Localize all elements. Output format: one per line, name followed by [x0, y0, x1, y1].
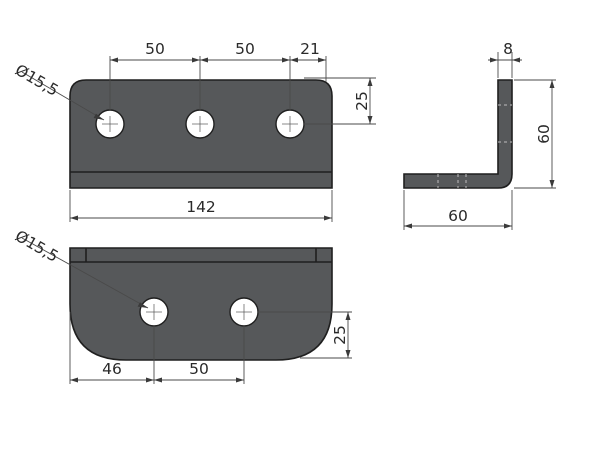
top-length-arrows — [70, 215, 332, 221]
side-thickness-label: 8 — [503, 40, 513, 58]
l-profile — [403, 79, 513, 189]
side-hidden-lines — [437, 104, 512, 188]
top-edge-offset-label: 21 — [300, 40, 320, 58]
bottom-spacing-arrows — [70, 377, 244, 383]
bottom-hole-centerlines — [146, 304, 252, 320]
top-spacing-arrows — [110, 57, 326, 63]
side-thickness-arrows — [490, 57, 520, 63]
top-hole-diameter-label: Ø15,5 — [12, 61, 61, 100]
side-view: 8 60 60 — [403, 40, 556, 230]
top-spacing-1-label: 50 — [145, 40, 165, 58]
top-view: 50 50 21 25 142 Ø15,5 — [12, 40, 376, 222]
bottom-height-arrows — [345, 312, 351, 358]
top-diameter-arrow — [93, 113, 104, 120]
bottom-hole-height-label: 25 — [331, 325, 349, 345]
side-extension-lines — [403, 52, 556, 230]
bottom-hole-diameter-label: Ø15,5 — [12, 227, 61, 266]
side-width-label: 60 — [448, 207, 468, 225]
bottom-diameter-leader — [21, 237, 149, 309]
bottom-view: 46 50 25 Ø15,5 — [12, 227, 352, 384]
top-hole-height-label: 25 — [353, 91, 371, 111]
bottom-plate — [69, 247, 333, 361]
bottom-diameter-arrow — [137, 302, 148, 308]
side-width-arrows — [404, 223, 512, 229]
side-height-arrows — [549, 80, 555, 188]
bottom-extension-lines — [69, 311, 352, 384]
top-height-arrows — [367, 78, 373, 124]
top-overall-length-label: 142 — [186, 198, 216, 216]
bottom-edge-offset-label: 46 — [102, 360, 122, 378]
hole-centerlines — [102, 116, 298, 132]
bottom-spacing-label: 50 — [189, 360, 209, 378]
side-height-label: 60 — [535, 124, 553, 144]
top-diameter-leader — [21, 71, 105, 121]
top-spacing-2-label: 50 — [235, 40, 255, 58]
